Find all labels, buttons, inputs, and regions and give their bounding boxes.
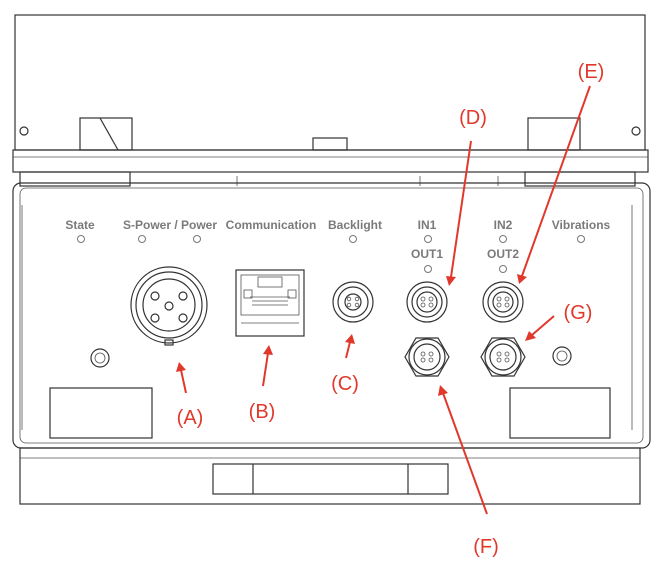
backlight-connector <box>332 281 374 323</box>
callout-arrow-f <box>438 385 488 515</box>
callout-g: (G) <box>564 302 593 324</box>
indicator-leds <box>77 235 585 273</box>
callout-arrow-c <box>345 334 355 359</box>
vibrations-led <box>577 235 585 243</box>
power-led <box>193 235 201 243</box>
state-label: State <box>65 218 95 232</box>
out1-led <box>424 265 432 273</box>
in1-connector <box>406 281 448 323</box>
out2-led <box>499 265 507 273</box>
left-cover-plate <box>49 387 153 439</box>
out2-label: OUT2 <box>487 247 519 261</box>
communication-label: Communication <box>226 218 317 232</box>
backlight-led <box>349 235 357 243</box>
out1-connector <box>404 337 450 377</box>
callout-arrow-g <box>525 315 555 341</box>
panel-screw-right <box>552 346 572 366</box>
ethernet-port <box>235 269 305 337</box>
right-cover-plate <box>509 387 611 439</box>
in1-led <box>424 235 432 243</box>
callout-d: (D) <box>459 107 487 129</box>
callout-e: (E) <box>578 61 605 83</box>
callout-c: (C) <box>331 373 359 395</box>
in1-label: IN1 <box>418 218 437 232</box>
state-led <box>77 235 85 243</box>
power-label: S-Power / Power <box>123 218 217 232</box>
callout-a: (A) <box>177 407 204 429</box>
out2-connector <box>480 337 526 377</box>
callout-arrow-e <box>517 85 591 284</box>
top-housing <box>12 14 649 187</box>
callout-arrow-a <box>176 362 187 394</box>
backlight-label: Backlight <box>328 218 382 232</box>
out1-label: OUT1 <box>411 247 443 261</box>
in2-label: IN2 <box>494 218 513 232</box>
vibrations-label: Vibrations <box>552 218 611 232</box>
callout-arrow-b <box>262 345 273 387</box>
callout-arrow-d <box>446 140 472 286</box>
callout-f: (F) <box>473 536 499 558</box>
in2-led <box>499 235 507 243</box>
panel-screw-left <box>90 348 110 368</box>
power-connector <box>130 266 208 346</box>
bottom-bar <box>19 447 641 505</box>
in2-connector <box>482 281 524 323</box>
callout-b: (B) <box>249 401 276 423</box>
s-power-led <box>138 235 146 243</box>
